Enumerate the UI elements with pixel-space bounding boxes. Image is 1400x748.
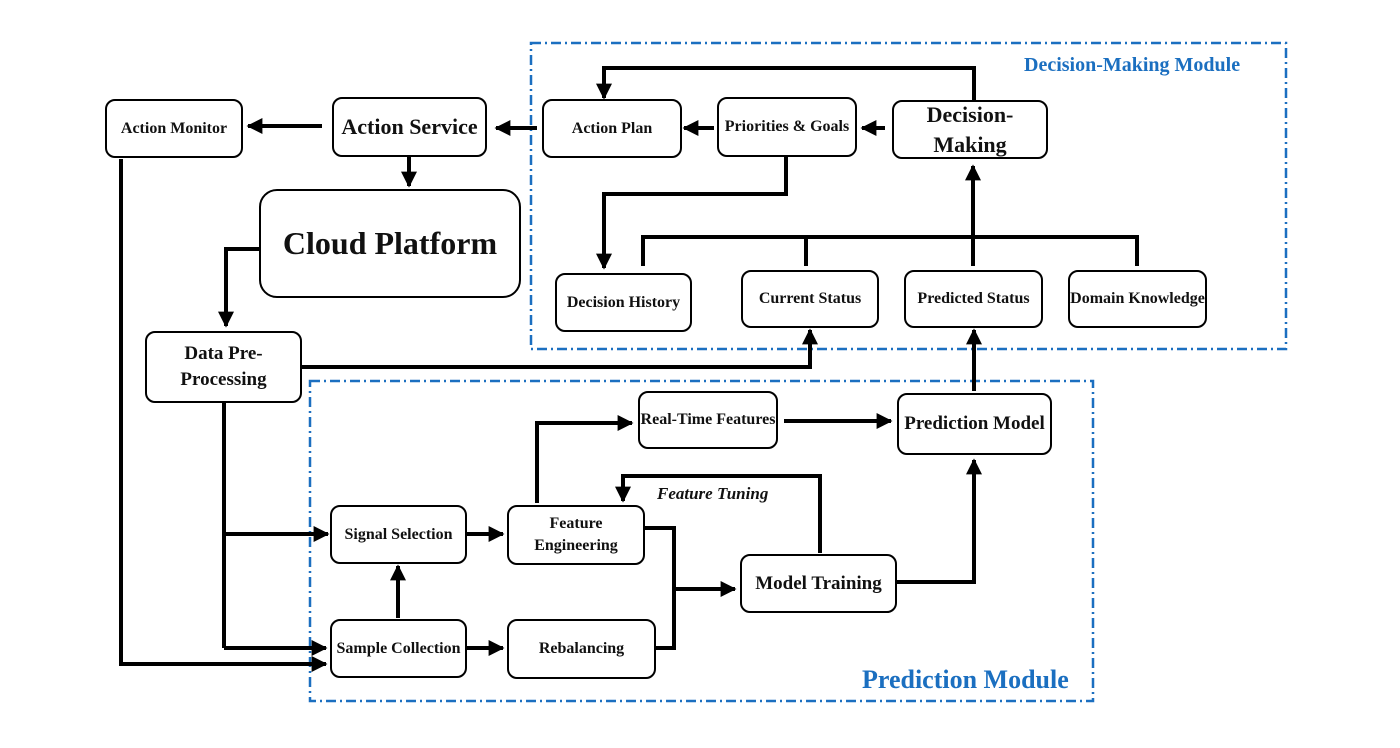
edge-cloud-to-datapre: [218, 247, 260, 328]
node-current-status[interactable]: Current Status: [741, 270, 879, 328]
status-bus: [641, 235, 1139, 266]
node-rebalancing[interactable]: Rebalancing: [507, 619, 656, 679]
node-action-monitor[interactable]: Action Monitor: [105, 99, 243, 158]
node-feature-engineering[interactable]: Feature Engineering: [507, 505, 645, 565]
edge-feature-tuning: [615, 474, 822, 553]
node-prediction-model[interactable]: Prediction Model: [897, 393, 1052, 455]
edge-priorities-to-history: [596, 157, 788, 270]
node-sample-collection[interactable]: Sample Collection: [330, 619, 467, 678]
node-model-training[interactable]: Model Training: [740, 554, 897, 613]
node-domain-knowledge[interactable]: Domain Knowledge: [1068, 270, 1207, 328]
edge-training-to-predmodel: [897, 458, 982, 584]
node-data-preprocessing[interactable]: Data Pre-Processing: [145, 331, 302, 403]
feature-tuning-label: Feature Tuning: [657, 484, 769, 503]
node-cloud-platform[interactable]: Cloud Platform: [259, 189, 521, 298]
prediction-module-label: Prediction Module: [862, 665, 1069, 694]
node-action-plan[interactable]: Action Plan: [542, 99, 682, 158]
node-decision-making[interactable]: Decision-Making: [892, 100, 1048, 159]
node-priorities-goals[interactable]: Priorities & Goals: [717, 97, 857, 157]
edge-feature-to-realtime: [535, 415, 634, 503]
edge-monitor-to-sample: [119, 159, 328, 672]
node-predicted-status[interactable]: Predicted Status: [904, 270, 1043, 328]
node-decision-history[interactable]: Decision History: [555, 273, 692, 332]
edge-datapre-to-current: [302, 328, 818, 369]
decision-module-frame: [529, 41, 1288, 351]
node-signal-selection[interactable]: Signal Selection: [330, 505, 467, 564]
edge-decision-to-actionplan: [596, 66, 976, 100]
prediction-module-frame: [308, 379, 1095, 703]
node-action-service[interactable]: Action Service: [332, 97, 487, 157]
decision-module-label: Decision-Making Module: [1024, 54, 1241, 76]
node-real-time-features[interactable]: Real-Time Features: [638, 391, 778, 449]
